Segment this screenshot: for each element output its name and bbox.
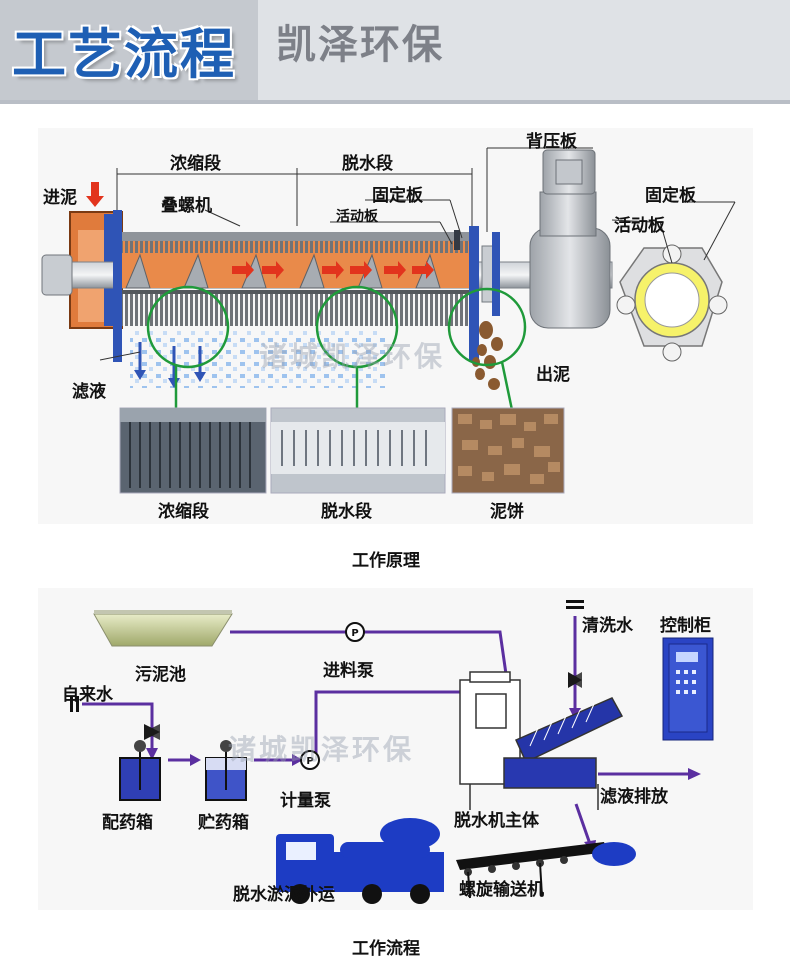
svg-text:P: P: [306, 756, 313, 767]
brand-name: 凯泽环保: [276, 22, 444, 68]
header-left-band: [0, 0, 258, 100]
label-tap-water: 自来水: [62, 685, 113, 705]
label-inlet: 进泥: [43, 188, 77, 208]
label-filtrate: 滤液: [72, 382, 106, 402]
label-sludge-out: 出泥: [536, 365, 570, 385]
page-title: 工艺流程: [12, 23, 236, 86]
valve-icons: [144, 672, 582, 740]
label-sludge-tank: 污泥池: [135, 665, 186, 685]
ring-plate-detail: [616, 244, 728, 362]
screw-conveyor: [456, 842, 636, 899]
caption-working-flow: 工作流程: [352, 939, 420, 959]
dosing-tank: [119, 740, 161, 801]
label-stacked-screw: 叠螺机: [161, 196, 212, 216]
truck-wheels: [290, 884, 430, 904]
sludge-tank: [93, 613, 233, 647]
dewatering-main-body: [459, 671, 624, 810]
label-main-body: 脱水机主体: [454, 811, 539, 831]
label-dosing-tank: 配药箱: [102, 813, 153, 833]
gear-reducer: [529, 227, 611, 329]
label-metering-pump: 计量泵: [280, 791, 331, 811]
header-right-band: [258, 0, 790, 100]
label-sludge-transport: 脱水淤泥外运: [233, 885, 335, 905]
label-wash-water: 清洗水: [582, 616, 633, 636]
rear-end-plate: [469, 226, 479, 362]
control-cabinet: [662, 637, 714, 741]
label-filtrate-discharge: 滤液排放: [600, 787, 668, 807]
front-end-plate: [113, 210, 122, 362]
feed-pump-icon: [345, 622, 365, 642]
flow-diagram: P P: [70, 600, 714, 904]
caption-working-principle: 工作原理: [352, 551, 420, 571]
principle-diagram: [41, 147, 736, 494]
pipes: [82, 616, 690, 845]
label-back-pressure-plate: 背压板: [526, 132, 577, 152]
inlet-arrow: [86, 182, 104, 207]
header-divider: [0, 100, 790, 104]
zoom-circles: [146, 285, 527, 411]
metering-pump-icon: [300, 750, 320, 770]
photo-caption-sludge-cake: 泥饼: [490, 502, 524, 522]
label-control-cabinet: 控制柜: [660, 616, 711, 636]
label-feed-pump: 进料泵: [323, 661, 374, 681]
label-thickening-zone: 浓缩段: [170, 154, 221, 174]
label-storage-tank: 贮药箱: [198, 813, 249, 833]
label-ring-moving-plate: 活动板: [614, 216, 665, 236]
label-moving-plate: 活动板: [336, 209, 378, 225]
photo-caption-thickening: 浓缩段: [158, 502, 209, 522]
watermark: 诸城凯泽环保: [259, 340, 446, 373]
label-fixed-plate: 固定板: [372, 186, 423, 206]
watermark-2: 诸城凯泽环保: [228, 733, 415, 766]
svg-text:P: P: [351, 628, 358, 639]
sludge-cake-out: [472, 321, 503, 390]
label-ring-fixed-plate: 固定板: [645, 186, 696, 206]
label-screw-conveyor: 螺旋输送机: [459, 880, 544, 900]
photo-caption-dewatering: 脱水段: [321, 502, 372, 522]
truck: [276, 818, 444, 892]
label-dewatering-zone: 脱水段: [342, 154, 393, 174]
storage-tank: [205, 740, 247, 801]
